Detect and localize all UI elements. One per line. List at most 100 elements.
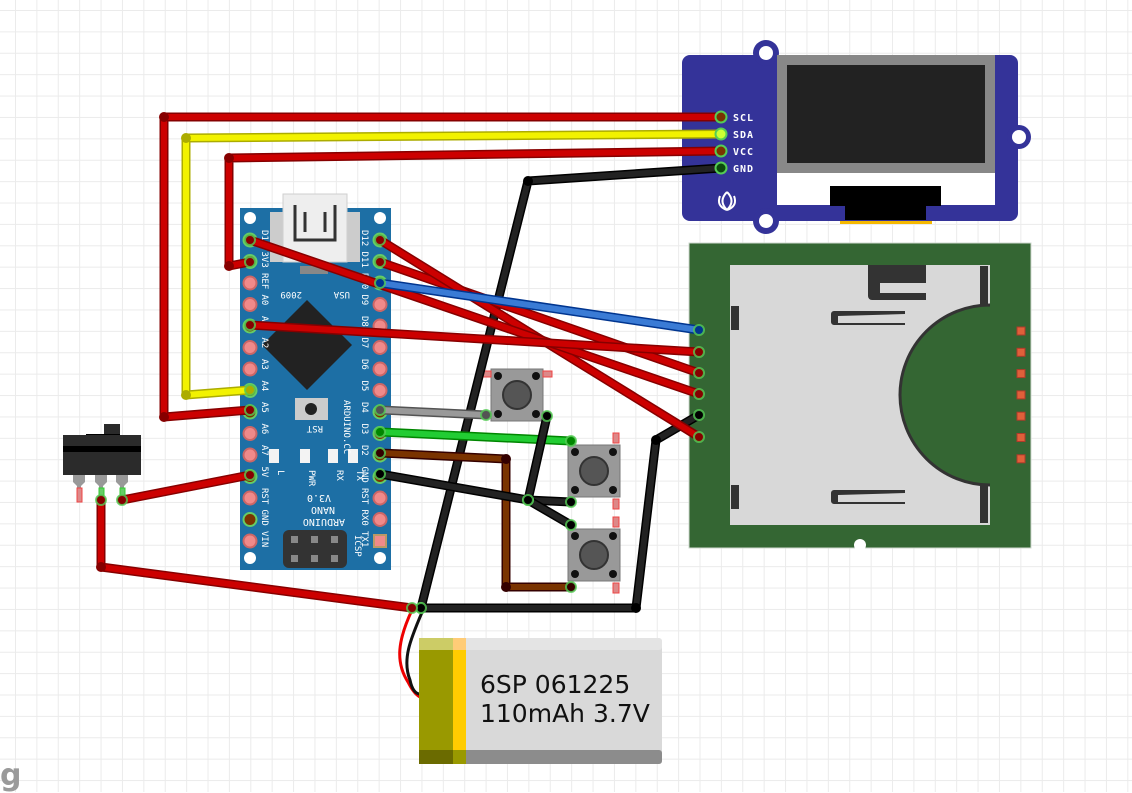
sd-pad xyxy=(1016,433,1026,442)
battery-label-line2: 110mAh 3.7V xyxy=(480,699,650,728)
wire-btn1-gnd-branch[interactable] xyxy=(522,410,553,506)
nano-pin-label-d11: D11 xyxy=(359,252,369,268)
nano-board-line-3: V3.0 xyxy=(307,492,331,503)
nano-pin-label-tx1: TX1 xyxy=(359,531,369,547)
nano-pin-rx0[interactable] xyxy=(372,512,388,527)
battery-label-line1: 6SP 061225 xyxy=(480,670,630,699)
pushbutton-2[interactable] xyxy=(567,432,621,510)
led-label-tx: TX xyxy=(354,470,364,481)
nano-pin-a6[interactable] xyxy=(242,426,258,441)
pushbutton-3[interactable] xyxy=(567,516,621,594)
nano-pin-vin[interactable] xyxy=(242,533,258,549)
nano-pin-label-vin: VIN xyxy=(259,531,269,547)
pushbutton-1[interactable] xyxy=(481,368,553,422)
nano-pin-a3[interactable] xyxy=(242,361,258,377)
wire-btn1[interactable] xyxy=(374,404,492,421)
oled-pin-scl[interactable] xyxy=(714,110,728,124)
nano-site-label: ARDUINO.CC xyxy=(341,400,351,454)
nano-pin-ref[interactable] xyxy=(242,275,258,291)
arduino-nano[interactable]: 2009 USA RST ARDUINO.CC V3.0 NANO ARDUIN… xyxy=(240,193,391,570)
nano-pin-d5[interactable] xyxy=(372,383,388,398)
sd-pad xyxy=(1016,454,1026,464)
nano-rst-label: RST xyxy=(306,423,323,433)
sd-card-slot xyxy=(730,265,990,525)
nano-pin-label-a6: A6 xyxy=(259,424,269,435)
nano-pin-label-d5: D5 xyxy=(359,381,369,392)
oled-pin-vcc[interactable] xyxy=(714,144,728,158)
lipo-battery[interactable]: 6SP 061225 110mAh 3.7V xyxy=(398,609,662,764)
wire-switch-batt[interactable] xyxy=(95,494,418,614)
sd-c-marking xyxy=(868,265,926,300)
icsp-header xyxy=(283,530,347,568)
nano-pin-label-gnd: GND xyxy=(259,510,269,526)
sd-right-pads xyxy=(1016,326,1026,464)
sd-pad xyxy=(1016,390,1026,400)
sd-pad xyxy=(1016,411,1026,421)
wire-sd-vcc[interactable] xyxy=(244,319,705,358)
oled-pin-label-gnd: GND xyxy=(733,164,754,175)
nano-pin-label-a2: A2 xyxy=(259,338,269,349)
oled-pin-gnd[interactable] xyxy=(714,161,728,175)
nano-pin-rst[interactable] xyxy=(372,490,388,506)
wire-btn3[interactable] xyxy=(374,447,577,593)
nano-pin-label-d4: D4 xyxy=(359,402,369,413)
nano-pin-label-d8: D8 xyxy=(359,316,369,327)
pushbuttons xyxy=(481,368,621,594)
nano-pin-label-rx0: RX0 xyxy=(359,510,369,526)
nano-pin-d9[interactable] xyxy=(372,297,388,312)
led-label-rx: RX xyxy=(334,470,344,481)
oled-ribbon-connector xyxy=(830,186,941,220)
wire-sd-sck[interactable] xyxy=(244,234,705,400)
nano-pin-label-3v3: 3V3 xyxy=(259,252,269,268)
wires xyxy=(95,111,727,614)
nano-pin-rst[interactable] xyxy=(242,490,258,506)
nano-pin-label-d7: D7 xyxy=(359,338,369,349)
sd-pad xyxy=(1016,369,1026,379)
nano-pin-label-rst: RST xyxy=(359,488,369,505)
oled-pins xyxy=(714,110,728,175)
nano-pin-a7[interactable] xyxy=(242,447,258,463)
nano-pin-label-d9: D9 xyxy=(359,295,369,306)
nano-pin-gnd[interactable] xyxy=(242,512,258,527)
nano-pin-label-d12: D12 xyxy=(359,230,369,246)
nano-icsp-label: ICSP xyxy=(352,535,362,557)
nano-board-line-2: NANO xyxy=(311,504,335,515)
oled-module[interactable]: SCL SDA VCC GND xyxy=(682,40,1031,234)
nano-pin-label-rst: RST xyxy=(259,488,269,505)
led-label-l: L xyxy=(275,470,285,475)
nano-pin-label-a7: A7 xyxy=(259,445,269,456)
nano-pin-label-ref: REF xyxy=(259,273,269,289)
sd-card-module[interactable] xyxy=(688,242,1032,551)
nano-pin-a0[interactable] xyxy=(242,297,258,312)
nano-pin-tx1[interactable] xyxy=(373,534,387,548)
oled-pin-label-scl: SCL xyxy=(733,113,754,124)
nano-pin-label-d6: D6 xyxy=(359,359,369,370)
wire-sd-mosi[interactable] xyxy=(374,256,705,379)
corner-logo-glyph: g xyxy=(0,758,22,793)
nano-pin-label-a3: A3 xyxy=(259,359,269,370)
nano-pin-label-a4: A4 xyxy=(259,381,269,392)
nano-pin-label-5v: 5V xyxy=(259,467,269,478)
nano-pin-d6[interactable] xyxy=(372,361,388,377)
nano-year-label: 2009 xyxy=(280,289,302,299)
wire-btn-gnd[interactable] xyxy=(374,468,577,508)
oled-pin-label-sda: SDA xyxy=(733,130,754,141)
oled-screen xyxy=(787,65,985,163)
slide-switch[interactable] xyxy=(63,424,141,503)
nano-reset-button[interactable] xyxy=(295,398,328,420)
nano-pin-a2[interactable] xyxy=(242,340,258,355)
nano-usb-label: USA xyxy=(333,289,350,299)
nano-pin-label-d13: D13 xyxy=(259,230,269,246)
oled-pin-label-vcc: VCC xyxy=(733,147,754,158)
grove-logo-icon xyxy=(717,191,737,211)
nano-pin-label-d3: D3 xyxy=(359,424,369,435)
nano-pin-label-a0: A0 xyxy=(259,295,269,306)
nano-pin-d7[interactable] xyxy=(372,340,388,355)
nano-mcu-chip xyxy=(262,300,352,390)
wire-sd-cs[interactable] xyxy=(374,277,705,336)
sd-pad xyxy=(1016,326,1026,336)
wire-switch-5v[interactable] xyxy=(116,469,256,506)
oled-pin-sda[interactable] xyxy=(714,127,728,141)
sd-pad xyxy=(1016,347,1026,357)
